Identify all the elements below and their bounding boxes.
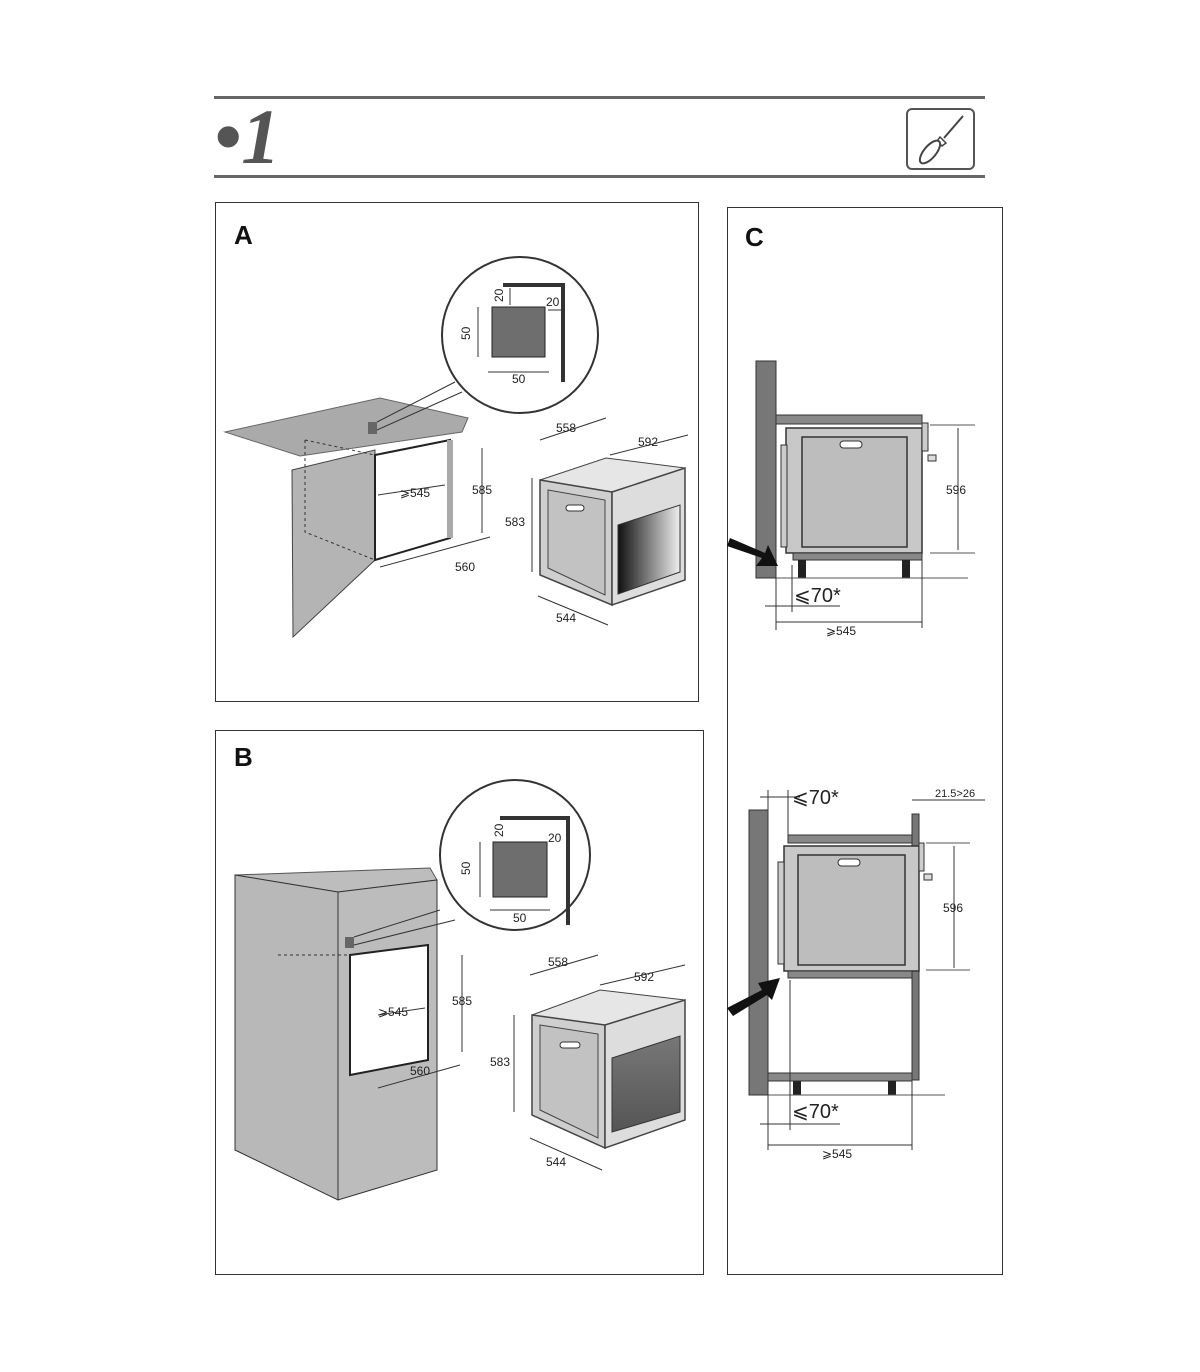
cabinet-height: 585 bbox=[452, 994, 472, 1008]
cabinet-depth-min: ⩾545 bbox=[400, 486, 430, 500]
detail-height: 50 bbox=[459, 861, 473, 875]
oven-depth: 558 bbox=[548, 955, 568, 969]
gap-max-top: ⩽70* bbox=[792, 787, 839, 809]
countertop bbox=[775, 414, 923, 425]
cabinet-opening bbox=[349, 943, 429, 1077]
oven-height: 583 bbox=[490, 1055, 510, 1069]
panel-a-label: A bbox=[234, 220, 253, 250]
oven-height: 596 bbox=[943, 901, 963, 915]
cabinet-width: 560 bbox=[455, 560, 475, 574]
detail-width: 50 bbox=[512, 372, 526, 386]
gap-max: ⩽70* bbox=[794, 585, 841, 607]
depth-min: ⩾545 bbox=[822, 1147, 852, 1161]
panel-b bbox=[215, 730, 704, 1275]
panel-a-drawing: 20 20 50 50 ⩾545 585 560 558 592 583 544 bbox=[223, 256, 689, 639]
cabinet-width: 560 bbox=[410, 1064, 430, 1078]
panel-c bbox=[727, 207, 1003, 1275]
oven-depth: 558 bbox=[556, 421, 576, 435]
screwdriver-icon bbox=[906, 108, 975, 170]
oven-height: 583 bbox=[505, 515, 525, 529]
wall bbox=[748, 809, 769, 1096]
arrow-icon bbox=[727, 978, 780, 1016]
header-rule-top bbox=[214, 96, 985, 99]
cabinet-height: 585 bbox=[472, 483, 492, 497]
oven-body-depth: 544 bbox=[556, 611, 576, 625]
arrow-icon bbox=[727, 538, 778, 566]
oven-height: 596 bbox=[946, 483, 966, 497]
panel-b-label: B bbox=[234, 742, 253, 772]
depth-min: ⩾545 bbox=[826, 624, 856, 638]
section-number: •1 bbox=[214, 93, 281, 180]
panel-c-bottom-drawing: ⩽70* 21.5>26 596 ⩽70* ⩾545 bbox=[727, 787, 985, 1161]
oven-body-depth: 544 bbox=[546, 1155, 566, 1169]
front-offset: 21.5>26 bbox=[935, 788, 975, 800]
header-rule-bottom bbox=[214, 175, 985, 178]
oven-window bbox=[617, 504, 681, 595]
detail-offset-top: 20 bbox=[492, 288, 506, 302]
cabinet-opening bbox=[374, 438, 451, 562]
panel-c-label: C bbox=[745, 222, 764, 252]
panel-b-drawing: 20 20 50 50 ⩾545 585 560 558 592 583 544 bbox=[234, 779, 686, 1201]
countertop bbox=[223, 397, 469, 457]
gap-max-bottom: ⩽70* bbox=[792, 1101, 839, 1123]
detail-height: 50 bbox=[459, 326, 473, 340]
detail-offset-side: 20 bbox=[546, 295, 560, 309]
cabinet-depth-min: ⩾545 bbox=[378, 1005, 408, 1019]
panel-a bbox=[215, 202, 699, 702]
detail-width: 50 bbox=[513, 911, 527, 925]
detail-offset-top: 20 bbox=[492, 823, 506, 837]
panel-c-top-drawing: 596 ⩽70* ⩾545 bbox=[727, 360, 975, 638]
oven-width: 592 bbox=[634, 970, 654, 984]
vent-cutout bbox=[368, 422, 377, 434]
wall bbox=[755, 360, 777, 579]
oven-window bbox=[611, 1035, 681, 1133]
detail-offset-side: 20 bbox=[548, 831, 562, 845]
tall-cabinet-left bbox=[234, 874, 339, 1201]
oven-width: 592 bbox=[638, 435, 658, 449]
